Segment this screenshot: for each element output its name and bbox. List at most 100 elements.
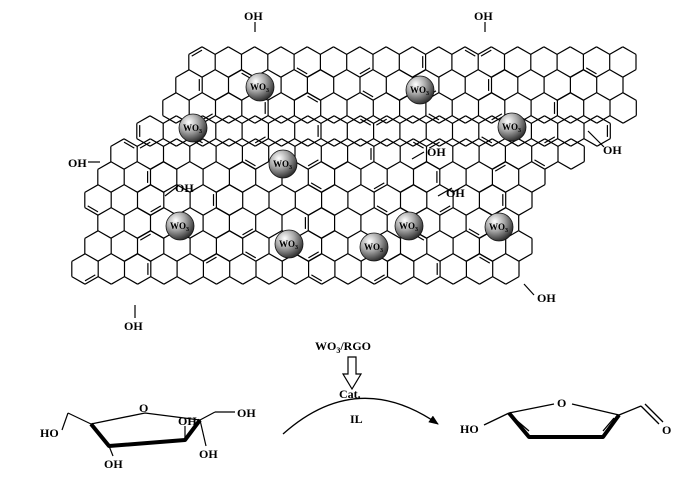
lattice-bond bbox=[452, 184, 467, 193]
lattice-bond bbox=[531, 138, 546, 147]
lattice-double-bond bbox=[254, 136, 266, 144]
lattice-bond bbox=[556, 46, 571, 55]
lattice-double-bond bbox=[191, 49, 203, 57]
lattice-bond bbox=[214, 69, 229, 78]
lattice-bond bbox=[97, 207, 112, 216]
lattice-bond bbox=[400, 253, 415, 262]
lattice-bond bbox=[229, 276, 244, 285]
hydroxyl-bond bbox=[411, 151, 425, 160]
lattice-bond bbox=[491, 138, 506, 147]
lattice-bond bbox=[228, 138, 243, 147]
lattice-bond bbox=[505, 161, 519, 170]
lattice-bond bbox=[505, 207, 520, 216]
lattice-bond bbox=[255, 207, 270, 216]
lattice-bond bbox=[255, 138, 269, 147]
lattice-bond bbox=[293, 69, 308, 78]
lattice-bond bbox=[557, 115, 572, 124]
lattice-double-bond bbox=[481, 136, 493, 144]
lattice-bond bbox=[347, 184, 362, 193]
lattice-bond bbox=[188, 46, 203, 55]
lattice-bond bbox=[320, 46, 334, 55]
lattice-bond bbox=[294, 115, 309, 124]
wo3-particle: WO3 bbox=[268, 149, 298, 179]
lattice-bond bbox=[307, 69, 321, 78]
lattice-bond bbox=[413, 138, 427, 147]
lattice-bond bbox=[399, 161, 414, 170]
lattice-bond bbox=[203, 276, 217, 285]
lattice-bond bbox=[150, 276, 165, 285]
lattice-bond bbox=[622, 69, 637, 78]
particle-label: WO3 bbox=[364, 242, 383, 254]
lattice-bond bbox=[412, 46, 426, 55]
lattice-bond bbox=[557, 161, 572, 170]
lattice-bond bbox=[320, 138, 335, 147]
lattice-bond bbox=[295, 276, 309, 285]
lattice-double-bond bbox=[362, 90, 374, 98]
lattice-double-bond bbox=[373, 274, 385, 282]
lattice-bond bbox=[97, 276, 112, 285]
lattice-bond bbox=[386, 115, 401, 124]
lattice-bond bbox=[189, 184, 204, 193]
lattice-bond bbox=[123, 138, 138, 147]
lattice-bond bbox=[387, 253, 401, 262]
lattice-double-bond bbox=[123, 141, 135, 149]
lattice-bond bbox=[359, 46, 374, 55]
lattice-bond bbox=[254, 46, 269, 55]
lattice-bond bbox=[281, 207, 296, 216]
lattice-bond bbox=[242, 138, 256, 147]
lattice-bond bbox=[334, 161, 348, 170]
lattice-bond bbox=[439, 253, 454, 262]
lattice-bond bbox=[334, 230, 348, 239]
lattice-bond bbox=[570, 115, 585, 124]
lattice-bond bbox=[426, 161, 441, 170]
hydroxyl-label: OH bbox=[104, 457, 123, 471]
ring-oxygen-label: O bbox=[139, 401, 148, 415]
lattice-bond bbox=[346, 115, 361, 124]
lattice-bond bbox=[215, 92, 229, 101]
lattice-bond bbox=[492, 253, 506, 262]
lattice-bond bbox=[373, 115, 387, 124]
lattice-bond bbox=[360, 207, 375, 216]
lattice-bond bbox=[150, 230, 165, 239]
hydroxyl-label: OH bbox=[124, 319, 143, 333]
lattice-bond bbox=[110, 184, 125, 193]
lattice-bond bbox=[268, 184, 283, 193]
lattice-bond bbox=[477, 46, 492, 55]
lattice-bond bbox=[491, 46, 505, 55]
lattice-bond bbox=[268, 207, 283, 216]
lattice-bond bbox=[229, 253, 243, 262]
hydroxyl-label: OH bbox=[178, 414, 197, 428]
particle-label: WO3 bbox=[399, 221, 418, 233]
lattice-bond bbox=[175, 92, 190, 101]
lattice-bond bbox=[110, 138, 125, 147]
lattice-bond bbox=[360, 161, 375, 170]
wo3-particle: WO3 bbox=[245, 72, 275, 102]
lattice-bond bbox=[543, 69, 558, 78]
lattice-bond bbox=[426, 184, 441, 193]
wo3-particle: WO3 bbox=[165, 211, 195, 241]
lattice-bond bbox=[505, 184, 519, 193]
particle-sphere bbox=[484, 212, 514, 242]
hydroxyl-label: OH bbox=[603, 143, 622, 157]
lattice-double-bond bbox=[310, 182, 322, 190]
lattice-bond bbox=[399, 69, 413, 78]
hydroxyl-bond bbox=[587, 130, 605, 148]
wo3-particle: WO3 bbox=[484, 212, 514, 242]
lattice-double-bond bbox=[428, 113, 440, 121]
lattice-double-bond bbox=[468, 228, 480, 236]
lattice-bond bbox=[268, 115, 282, 124]
wo3-particle: WO3 bbox=[405, 75, 435, 105]
lattice-bond bbox=[216, 184, 230, 193]
lattice-bond bbox=[386, 138, 401, 147]
lattice-bond bbox=[583, 92, 597, 101]
lattice-bond bbox=[242, 161, 256, 170]
lattice-bond bbox=[531, 184, 546, 193]
lattice-bond bbox=[438, 46, 453, 55]
hydroxyl-label: OH bbox=[244, 9, 263, 23]
lattice-bond bbox=[137, 230, 151, 239]
lattice-bond bbox=[333, 92, 348, 101]
lattice-bond bbox=[84, 207, 99, 216]
lattice-bond bbox=[596, 69, 610, 78]
lattice-bond bbox=[622, 115, 637, 124]
